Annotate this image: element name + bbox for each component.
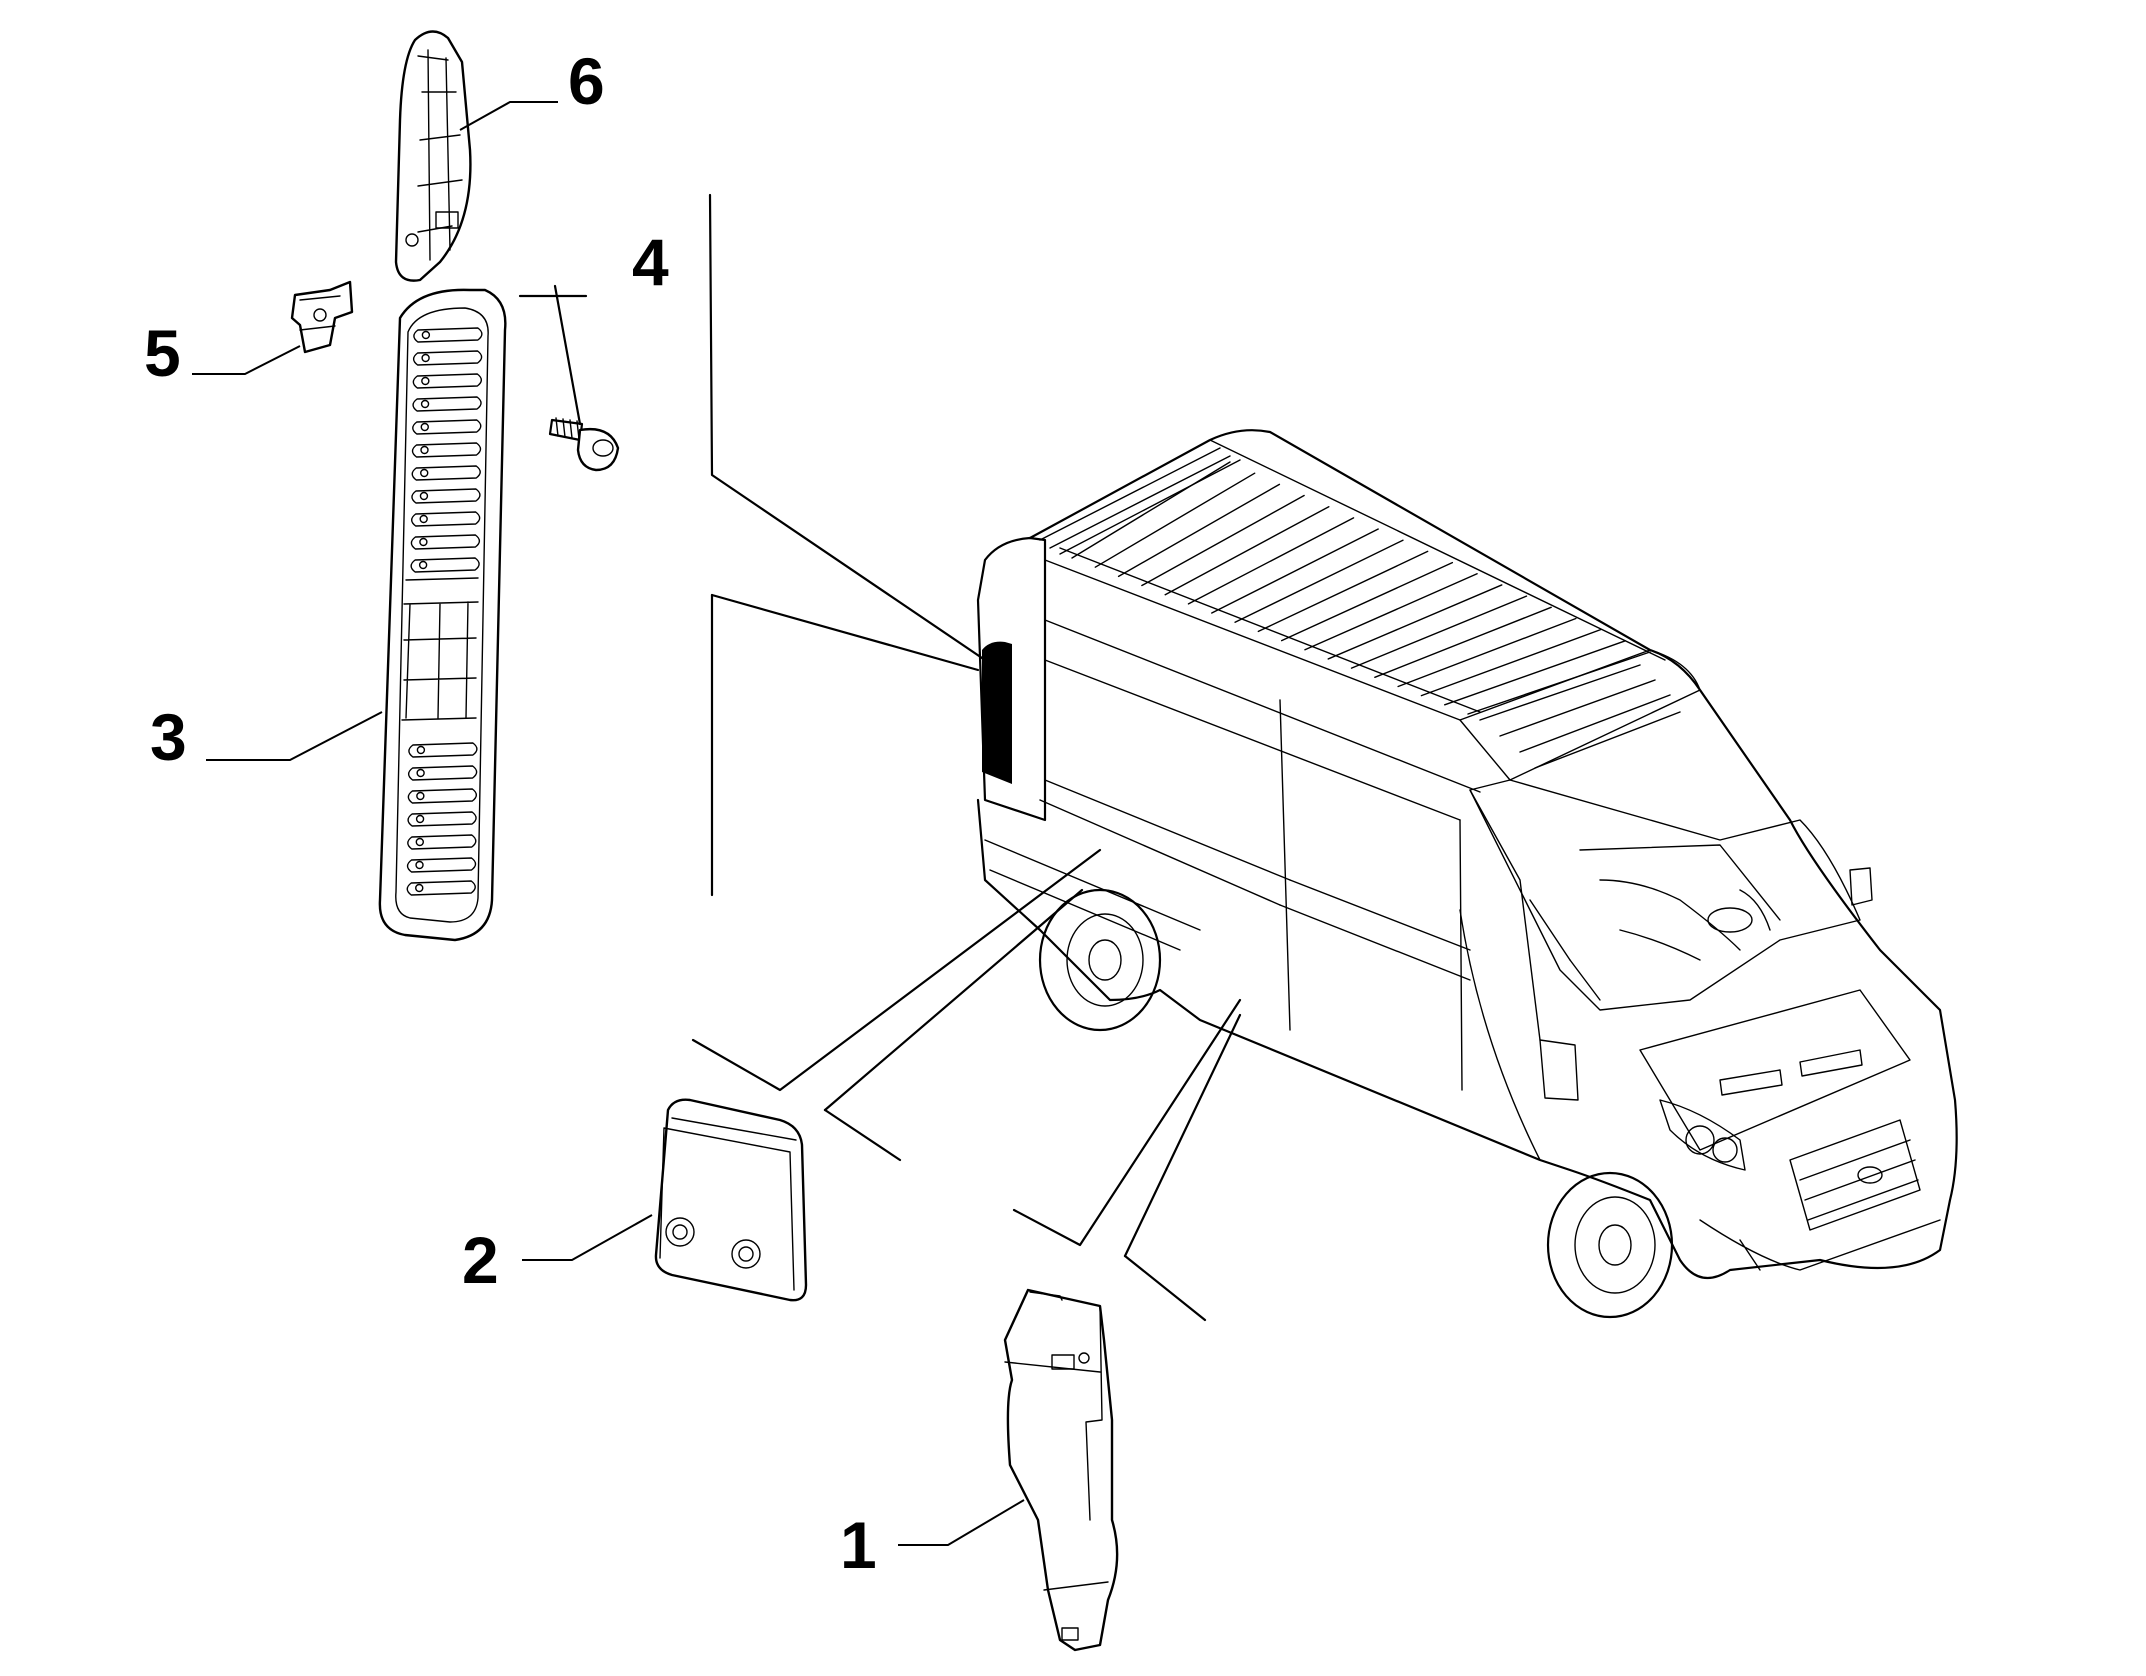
part-3-step-plate [378,288,507,942]
callout-5: 5 [144,316,181,390]
callout-1: 1 [840,1508,877,1582]
part-5-clip [290,280,354,354]
part-1-trim [1003,1288,1119,1652]
reference-lines [518,193,1242,1322]
callout-leaders [192,101,1025,1546]
callout-3: 3 [150,700,187,774]
callout-labels: 1 2 3 4 5 6 [144,44,877,1582]
callout-4: 4 [632,225,669,299]
callout-2: 2 [462,1223,499,1297]
part-6-bracket [394,30,472,282]
part-2-cover [654,1098,808,1302]
callout-6: 6 [568,44,605,118]
van-illustration [976,429,1958,1319]
part-4-screw [548,417,620,472]
